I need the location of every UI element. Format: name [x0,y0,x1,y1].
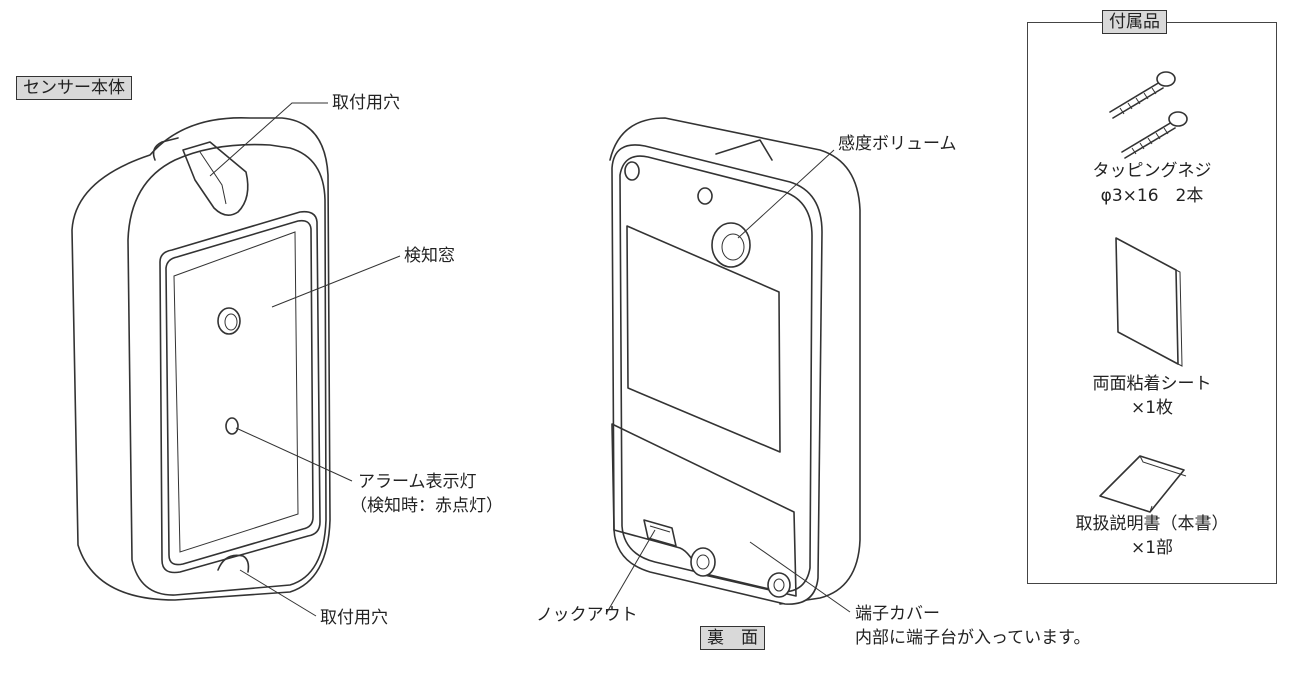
label-screws-1: タッピングネジ [1092,161,1212,181]
adhesive-sheet-drawing [1115,237,1183,367]
label-knockout: ノックアウト [536,605,638,625]
label-mount-hole-bottom: 取付用穴 [320,608,388,628]
label-mount-hole-top: 取付用穴 [332,93,400,113]
label-terminal-cover-2: 内部に端子台が入っています。 [855,628,1091,648]
accessories-panel [1027,22,1277,584]
label-tape-2: ×1枚 [1130,398,1174,418]
back-sensor-body [609,117,861,605]
front-sensor-body [71,117,331,601]
label-manual-1: 取扱説明書（本書） [1075,514,1229,534]
leader-knockout [605,529,656,615]
label-tape-1: 両面粘着シート [1092,374,1212,394]
label-sensitivity-volume: 感度ボリューム [838,134,957,154]
leader-detection-window [271,255,401,308]
accessories-title: 付属品 [1102,10,1167,34]
leader-mount-hole-bottom [239,569,317,617]
leader-terminal-cover [749,541,851,613]
label-alarm-led-2: （検知時：赤点灯） [350,496,503,516]
label-terminal-cover-1: 端子カバー [855,604,940,624]
back-title: 裏 面 [700,626,765,650]
manual-drawing [1099,455,1187,513]
leader-alarm-led [235,427,353,482]
label-detection-window: 検知窓 [404,246,455,266]
screw-drawing [1109,71,1188,159]
label-screws-2: φ3×16 2本 [1100,186,1204,206]
leader-mount-hole-top [209,102,328,177]
label-alarm-led-1: アラーム表示灯 [358,472,477,492]
label-manual-2: ×1部 [1130,538,1174,558]
front-title: センサー本体 [16,76,132,100]
leader-sensitivity-volume [737,149,835,239]
